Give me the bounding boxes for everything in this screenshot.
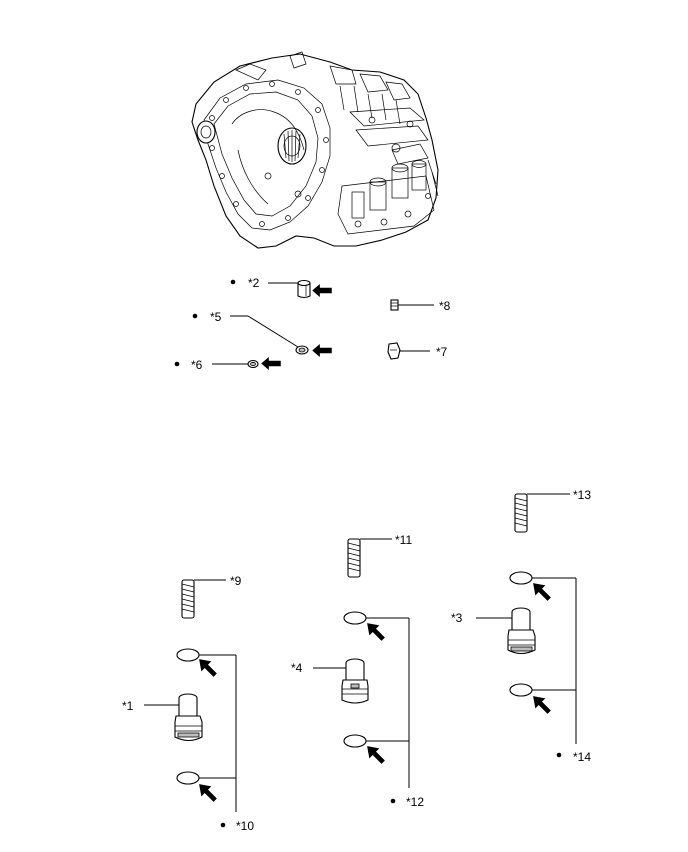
callout-11: *11 <box>395 533 412 547</box>
callout-6: *6 <box>191 358 203 372</box>
callout-5: *5 <box>210 310 222 324</box>
part-9-spring <box>181 579 195 619</box>
callout-1: *1 <box>122 699 134 713</box>
callout-13: *13 <box>573 488 591 502</box>
part-6-seal <box>247 359 259 369</box>
part-8-spring <box>390 299 399 311</box>
arrow-icon <box>312 284 332 297</box>
part-5-seal <box>295 345 309 355</box>
transaxle-assembly-illustration <box>191 51 439 249</box>
arrow-icon <box>261 357 281 370</box>
callout-14: *14 <box>573 750 591 764</box>
part-10-o-ring-lower <box>176 771 200 785</box>
part-7-check-ball-body <box>387 342 401 360</box>
callout-4: *4 <box>291 661 303 675</box>
arrow-icon <box>367 746 385 764</box>
part-14-o-ring-upper <box>509 571 533 585</box>
part-10-o-ring-upper <box>176 648 200 662</box>
callout-7: *7 <box>436 345 448 359</box>
part-11-spring <box>347 538 361 578</box>
part-2-plug <box>297 279 311 299</box>
arrow-icon <box>367 623 385 641</box>
arrow-icon <box>533 583 551 601</box>
arrow-icon <box>199 659 217 677</box>
part-4-accumulator-piston <box>341 658 369 704</box>
arrow-icon <box>312 344 332 357</box>
callout-2: *2 <box>248 276 260 290</box>
part-14-o-ring-lower <box>509 683 533 697</box>
part-12-o-ring-upper <box>343 611 367 625</box>
callout-3: *3 <box>451 611 463 625</box>
arrow-icon <box>533 696 551 714</box>
callout-10: *10 <box>236 819 254 833</box>
callout-8: *8 <box>439 299 451 313</box>
callout-12: *12 <box>406 795 424 809</box>
part-12-o-ring-lower <box>343 734 367 748</box>
arrow-icon <box>199 784 217 802</box>
part-1-accumulator-piston <box>174 693 203 742</box>
part-13-spring <box>514 493 528 533</box>
callout-9: *9 <box>230 574 242 588</box>
part-3-accumulator-piston <box>507 607 536 655</box>
